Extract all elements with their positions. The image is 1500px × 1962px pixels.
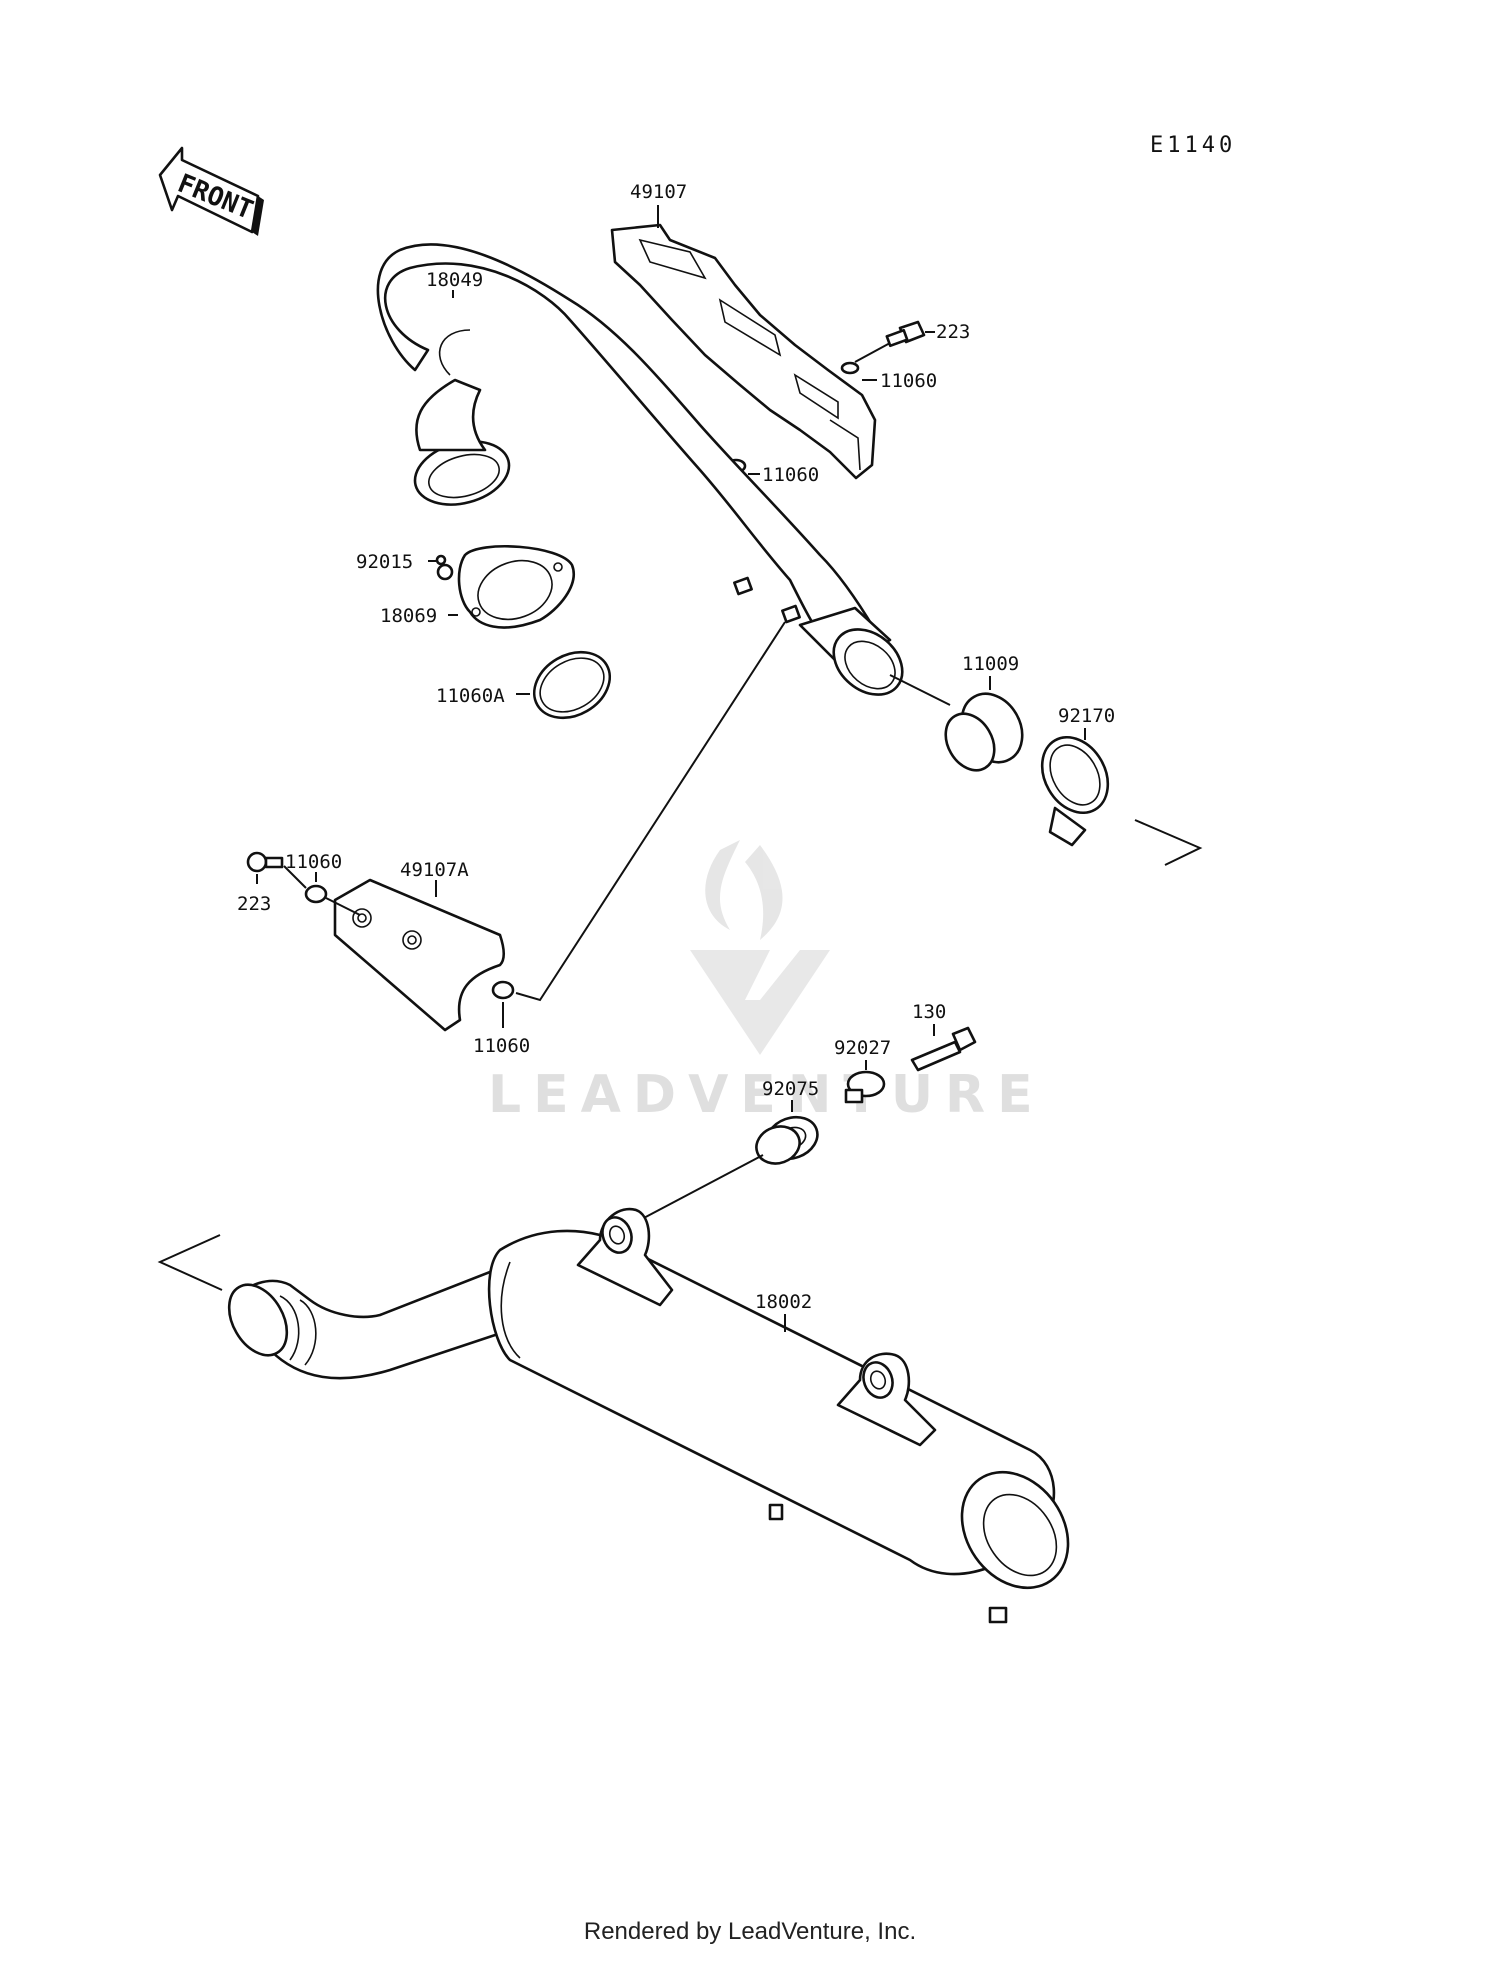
label-clamp: 92170 xyxy=(1058,705,1115,727)
bolt-upper-icon xyxy=(885,320,926,348)
watermark-text: LEADVENTURE xyxy=(488,1065,1045,1125)
flange-icon xyxy=(457,545,575,629)
label-nut: 92015 xyxy=(356,551,413,573)
front-arrow-icon: FRONT xyxy=(158,146,264,236)
label-gasket-sleeve: 11009 xyxy=(962,653,1019,675)
bolt-lower-icon xyxy=(246,851,284,873)
label-heat-guard-lower: 49107A xyxy=(400,859,469,881)
label-collar: 92027 xyxy=(834,1037,891,1059)
upper-heat-guard xyxy=(610,223,877,480)
nut-icon xyxy=(435,554,454,581)
muffler xyxy=(157,1207,1070,1624)
damper-icon xyxy=(755,1115,819,1165)
washer-upper-1-icon xyxy=(840,361,860,375)
label-bolt-lower: 223 xyxy=(237,893,271,915)
label-gasket-ring: 11060A xyxy=(436,685,505,707)
label-washer-upper-1: 11060 xyxy=(880,370,937,392)
leadventure-watermark: LEADVENTURE xyxy=(488,840,1045,1125)
diagram-code: E1140 xyxy=(1150,133,1236,158)
footer-credit: Rendered by LeadVenture, Inc. xyxy=(583,1918,917,1945)
washer-lower-2-icon xyxy=(491,980,515,1000)
label-washer-lower-2: 11060 xyxy=(473,1035,530,1057)
washer-lower-1-icon xyxy=(304,884,328,904)
label-washer-lower-1: 11060 xyxy=(285,851,342,873)
label-exhaust-pipe: 18049 xyxy=(426,269,483,291)
collar-icon xyxy=(844,1070,886,1104)
clamp-icon xyxy=(1040,735,1110,847)
label-flange: 18069 xyxy=(380,605,437,627)
label-heat-guard-upper: 49107 xyxy=(630,181,687,203)
bolt-130-icon xyxy=(910,1026,977,1072)
label-bolt-130: 130 xyxy=(912,1001,946,1023)
gasket-ring-icon xyxy=(532,650,612,720)
label-bolt-upper: 223 xyxy=(936,321,970,343)
exhaust-pipe xyxy=(376,243,904,696)
label-muffler: 18002 xyxy=(755,1291,812,1313)
label-damper: 92075 xyxy=(762,1078,819,1100)
lower-heat-guard xyxy=(333,878,506,1032)
label-washer-upper-2: 11060 xyxy=(762,464,819,486)
gasket-sleeve-icon xyxy=(944,692,1024,772)
